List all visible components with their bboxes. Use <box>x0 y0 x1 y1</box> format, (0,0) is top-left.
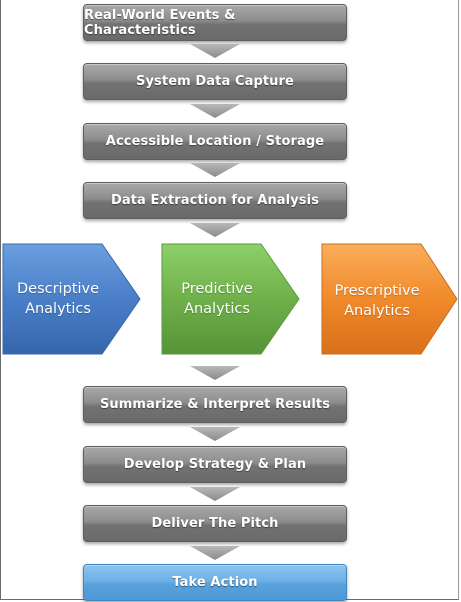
down-arrow-icon <box>190 163 240 177</box>
step-take-action: Take Action <box>83 564 347 601</box>
step-real-world-events: Real-World Events & Characteristics <box>83 4 347 41</box>
pentagon-arrow-icon <box>161 243 300 355</box>
down-arrow-icon <box>190 487 240 501</box>
down-arrow-icon <box>190 223 240 237</box>
down-arrow-icon <box>190 366 240 380</box>
step-data-extraction: Data Extraction for Analysis <box>83 182 347 219</box>
pentagon-arrow-icon <box>321 243 458 355</box>
step-system-data-capture: System Data Capture <box>83 63 347 100</box>
down-arrow-icon <box>190 104 240 118</box>
down-arrow-icon <box>190 427 240 441</box>
down-arrow-icon <box>190 546 240 560</box>
step-accessible-storage: Accessible Location / Storage <box>83 123 347 160</box>
down-arrow-icon <box>190 44 240 58</box>
step-develop-strategy: Develop Strategy & Plan <box>83 446 347 483</box>
pentagon-arrow-icon <box>2 243 141 355</box>
step-deliver-pitch: Deliver The Pitch <box>83 505 347 542</box>
step-summarize-results: Summarize & Interpret Results <box>83 386 347 423</box>
